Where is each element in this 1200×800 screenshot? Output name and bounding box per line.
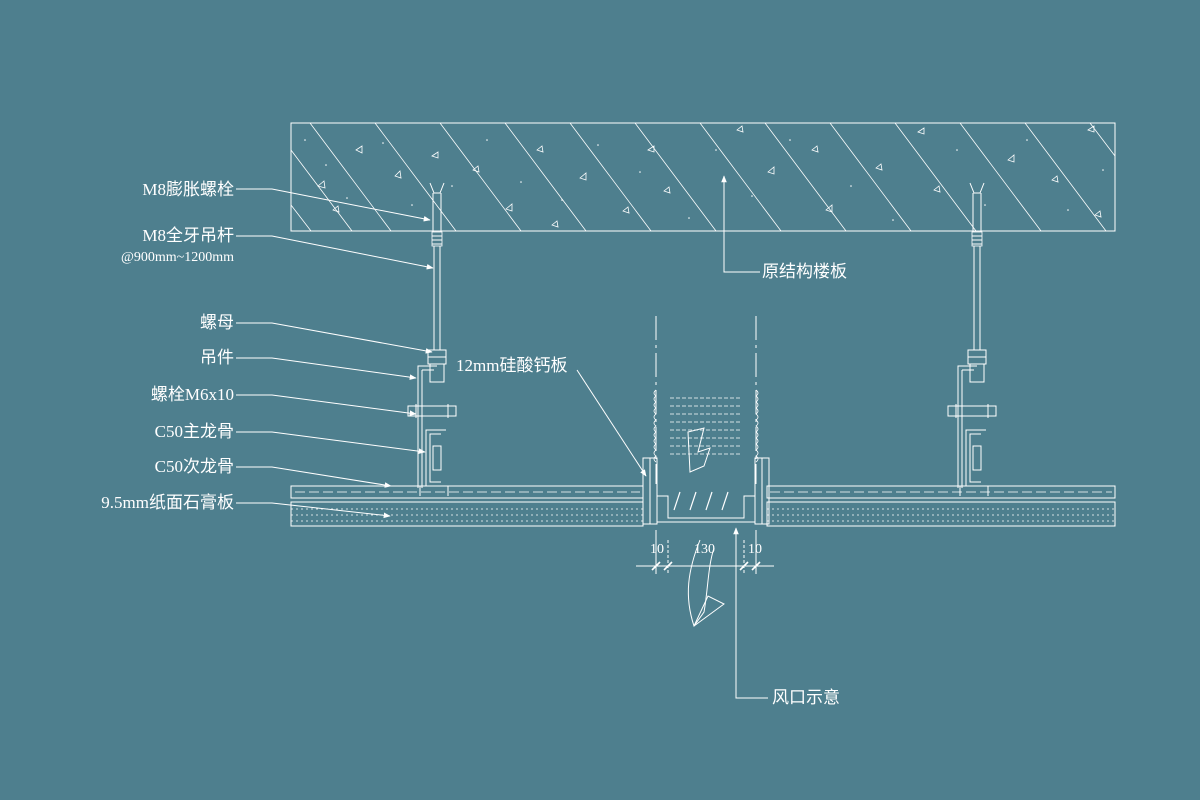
label-calcium-silicate-board: 12mm硅酸钙板 — [456, 356, 568, 375]
label-expansion-bolt: M8膨胀螺栓 — [142, 180, 234, 199]
label-structural-slab: 原结构楼板 — [762, 262, 847, 281]
vent-grille — [673, 491, 729, 511]
label-hanger-rod: M8全牙吊杆 — [142, 226, 234, 245]
right-hanger-bracket — [957, 365, 977, 488]
left-hanger-bracket — [417, 365, 437, 488]
label-bolt: 螺栓M6x10 — [150, 385, 234, 404]
label-hanger: 吊件 — [200, 348, 234, 367]
gypsum-board-left — [290, 501, 644, 527]
label-gypsum-board: 9.5mm纸面石膏板 — [101, 493, 234, 512]
dimension-left: 10 — [650, 542, 664, 557]
left-secondary-keel — [419, 486, 449, 496]
vent-flange — [657, 495, 755, 519]
air-flow-arrow-top — [687, 427, 711, 473]
label-air-vent: 风口示意 — [772, 688, 840, 707]
label-nut: 螺母 — [200, 313, 234, 332]
leader-lines — [236, 175, 768, 699]
label-hanger-spacing: @900mm~1200mm — [120, 250, 234, 265]
structural-slab — [290, 122, 1116, 232]
ceiling-boards — [290, 485, 1116, 527]
left-hanger-assembly — [407, 182, 457, 496]
slab-dots — [304, 139, 1104, 221]
label-secondary-keel: C50次龙骨 — [154, 457, 234, 476]
air-vent-assembly — [642, 316, 770, 628]
dimension-line — [636, 530, 774, 574]
left-expansion-anchor — [429, 182, 445, 232]
slab-hatch — [290, 122, 1116, 232]
right-hanger-assembly — [947, 182, 997, 496]
dimension-right: 10 — [748, 542, 762, 557]
label-main-keel: C50主龙骨 — [154, 422, 234, 441]
dimension-middle: 130 — [694, 542, 715, 557]
left-main-keel — [425, 429, 446, 487]
duct-corrugation — [653, 389, 759, 463]
right-expansion-anchor — [969, 182, 985, 232]
right-bolt — [947, 405, 997, 417]
right-main-keel — [965, 429, 986, 487]
slab-aggregate — [317, 125, 1102, 228]
left-bolt — [407, 405, 457, 417]
gypsum-board-right — [766, 501, 1116, 527]
